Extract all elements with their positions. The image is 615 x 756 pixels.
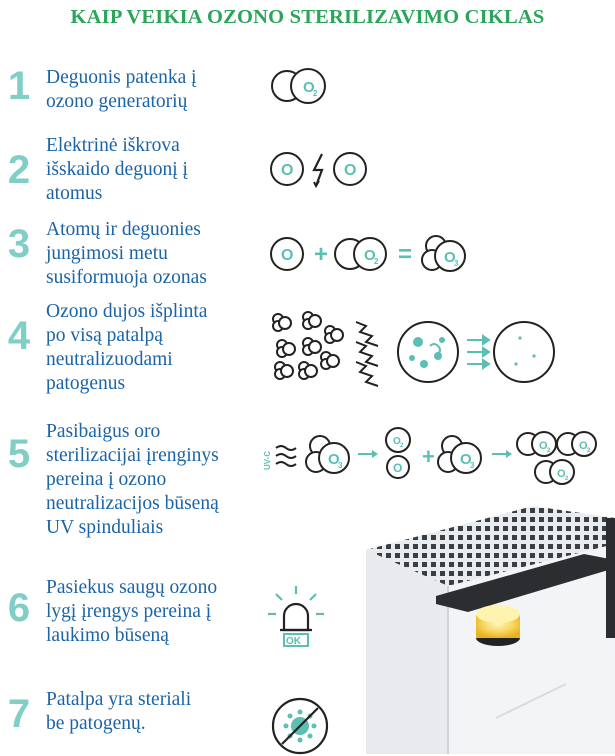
step-text: Pasibaigus oro sterilizacijai įrenginys … [46, 421, 219, 538]
svg-text:2: 2 [313, 89, 318, 98]
svg-text:O: O [328, 451, 340, 468]
oxygen-molecules-icon: O 2 O 2 O 2 [516, 431, 597, 485]
step-number: 3 [7, 222, 31, 266]
oxygen-split-icon: O O [270, 152, 367, 189]
svg-text:3: 3 [454, 259, 459, 268]
step-number: 7 [7, 692, 31, 736]
svg-text:3: 3 [338, 461, 343, 470]
svg-text:O: O [460, 451, 472, 468]
uv-neutralization-icon: UV-C O 3 O 2 O + O 3 [263, 427, 597, 485]
svg-text:2: 2 [374, 257, 379, 266]
step-text: Ozono dujos išplinta po visą patalpą neu… [46, 301, 208, 394]
step-number: 1 [7, 64, 31, 108]
ozone-molecule-icon: O 3 [305, 435, 350, 474]
svg-text:+: + [314, 241, 328, 268]
svg-text:O: O [557, 468, 566, 480]
zigzag-arrows-icon [355, 321, 379, 387]
uv-waves-icon [275, 445, 297, 467]
page-title: KAIP VEIKIA OZONO STERILIZAVIMO CIKLAS [70, 6, 545, 28]
step-text: Pasiekus saugų ozono lygį įrengys perein… [46, 577, 218, 646]
step-text: Deguonis patenka į ozono generatorių [46, 67, 197, 112]
svg-text:2: 2 [587, 448, 591, 454]
svg-text:O: O [281, 247, 293, 264]
standby-lamp-icon: OK [268, 586, 324, 647]
svg-text:+: + [422, 444, 435, 469]
svg-text:O: O [364, 247, 376, 264]
oxygen-molecule-icon: O 2 [271, 68, 326, 104]
step-number: 4 [7, 314, 31, 358]
svg-text:=: = [398, 241, 412, 268]
ozone-dispersion-icon [272, 311, 555, 387]
arrows-icon [467, 334, 491, 370]
ozone-generator-device-image [366, 506, 615, 754]
svg-text:UV-C: UV-C [263, 451, 272, 470]
ozone-cluster-icon [272, 311, 344, 380]
svg-text:2: 2 [400, 443, 404, 449]
step-text: Atomų ir deguonies jungimosi metu susifo… [46, 219, 207, 288]
step-number: 5 [7, 432, 31, 476]
svg-text:3: 3 [470, 461, 475, 470]
svg-text:2: 2 [547, 448, 551, 454]
svg-text:OK: OK [286, 636, 302, 647]
ozone-formation-icon: O + O 2 = O 3 [270, 235, 466, 272]
svg-text:2: 2 [565, 476, 569, 482]
oxygen-and-atom-icon: O 2 O [385, 427, 411, 479]
svg-text:O: O [393, 461, 402, 475]
no-pathogens-icon [271, 697, 329, 755]
svg-text:O: O [579, 440, 588, 452]
svg-text:O: O [344, 162, 356, 179]
step-text: Elektrinė iškrova išskaido deguonį į ato… [46, 135, 188, 204]
svg-text:O: O [539, 440, 548, 452]
svg-text:O: O [303, 79, 315, 96]
step-number: 6 [7, 586, 31, 630]
svg-text:O: O [393, 436, 401, 447]
step-text: Patalpa yra steriali be patogenų. [46, 689, 192, 734]
pathogen-room-icon [397, 321, 459, 383]
svg-text:O: O [281, 162, 293, 179]
svg-text:O: O [444, 249, 456, 266]
ozone-molecule-icon: O 3 [437, 435, 482, 474]
step-number: 2 [7, 148, 31, 192]
clean-room-icon [493, 321, 555, 383]
